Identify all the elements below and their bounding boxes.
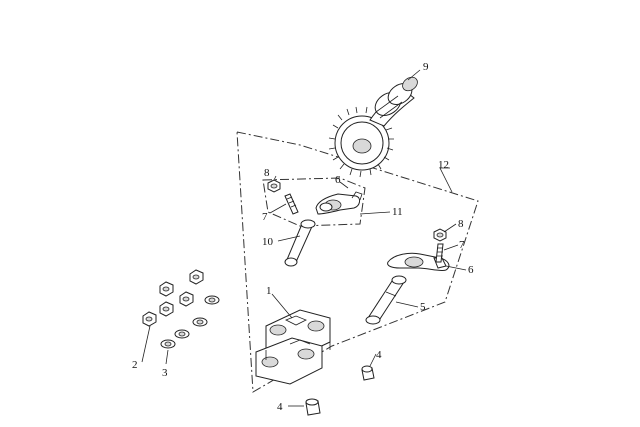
callout-10: 10 bbox=[262, 236, 274, 248]
callout-5: 5 bbox=[420, 301, 426, 313]
lock-nut-part-8-lower bbox=[433, 228, 447, 242]
rocker-shaft-part-10 bbox=[284, 219, 316, 267]
callout-4-lower: 4 bbox=[277, 401, 283, 413]
dowel-pin-part-4-upper bbox=[361, 365, 375, 381]
callout-2: 2 bbox=[132, 359, 138, 371]
adjust-screw-part-7-upper bbox=[284, 193, 299, 215]
callout-3: 3 bbox=[162, 367, 168, 379]
callout-12: 12 bbox=[438, 159, 449, 171]
callout-6-lower: 6 bbox=[468, 264, 474, 276]
rocker-shaft-part-5 bbox=[365, 275, 407, 325]
leader-lines bbox=[141, 69, 467, 407]
assembly-boundary-12 bbox=[236, 131, 479, 393]
nut-set-part-2 bbox=[142, 269, 204, 327]
callout-6-upper: 6 bbox=[335, 174, 341, 186]
callout-7-lower: 7 bbox=[459, 239, 465, 251]
washer-set-part-3 bbox=[160, 295, 220, 349]
callout-11: 11 bbox=[392, 206, 403, 218]
callout-1: 1 bbox=[266, 285, 272, 297]
rocker-holder-part-1 bbox=[255, 309, 331, 385]
callout-labels: 9 12 6 8 7 11 10 8 7 6 5 1 2 3 4 4 bbox=[132, 61, 474, 413]
lock-nut-part-8-upper bbox=[267, 179, 281, 193]
callout-4-upper: 4 bbox=[376, 349, 382, 361]
callout-7-upper: 7 bbox=[262, 211, 268, 223]
callout-8-lower: 8 bbox=[458, 218, 464, 230]
camshaft-sprocket-part-9 bbox=[328, 76, 418, 178]
adjust-screw-part-7-lower bbox=[435, 243, 444, 263]
dowel-pin-part-4-lower bbox=[305, 398, 321, 416]
subassembly-boundary-11 bbox=[262, 177, 366, 227]
rocker-arm-part-6-upper bbox=[315, 191, 363, 215]
callout-8-upper: 8 bbox=[264, 167, 270, 179]
callout-9: 9 bbox=[423, 61, 429, 73]
